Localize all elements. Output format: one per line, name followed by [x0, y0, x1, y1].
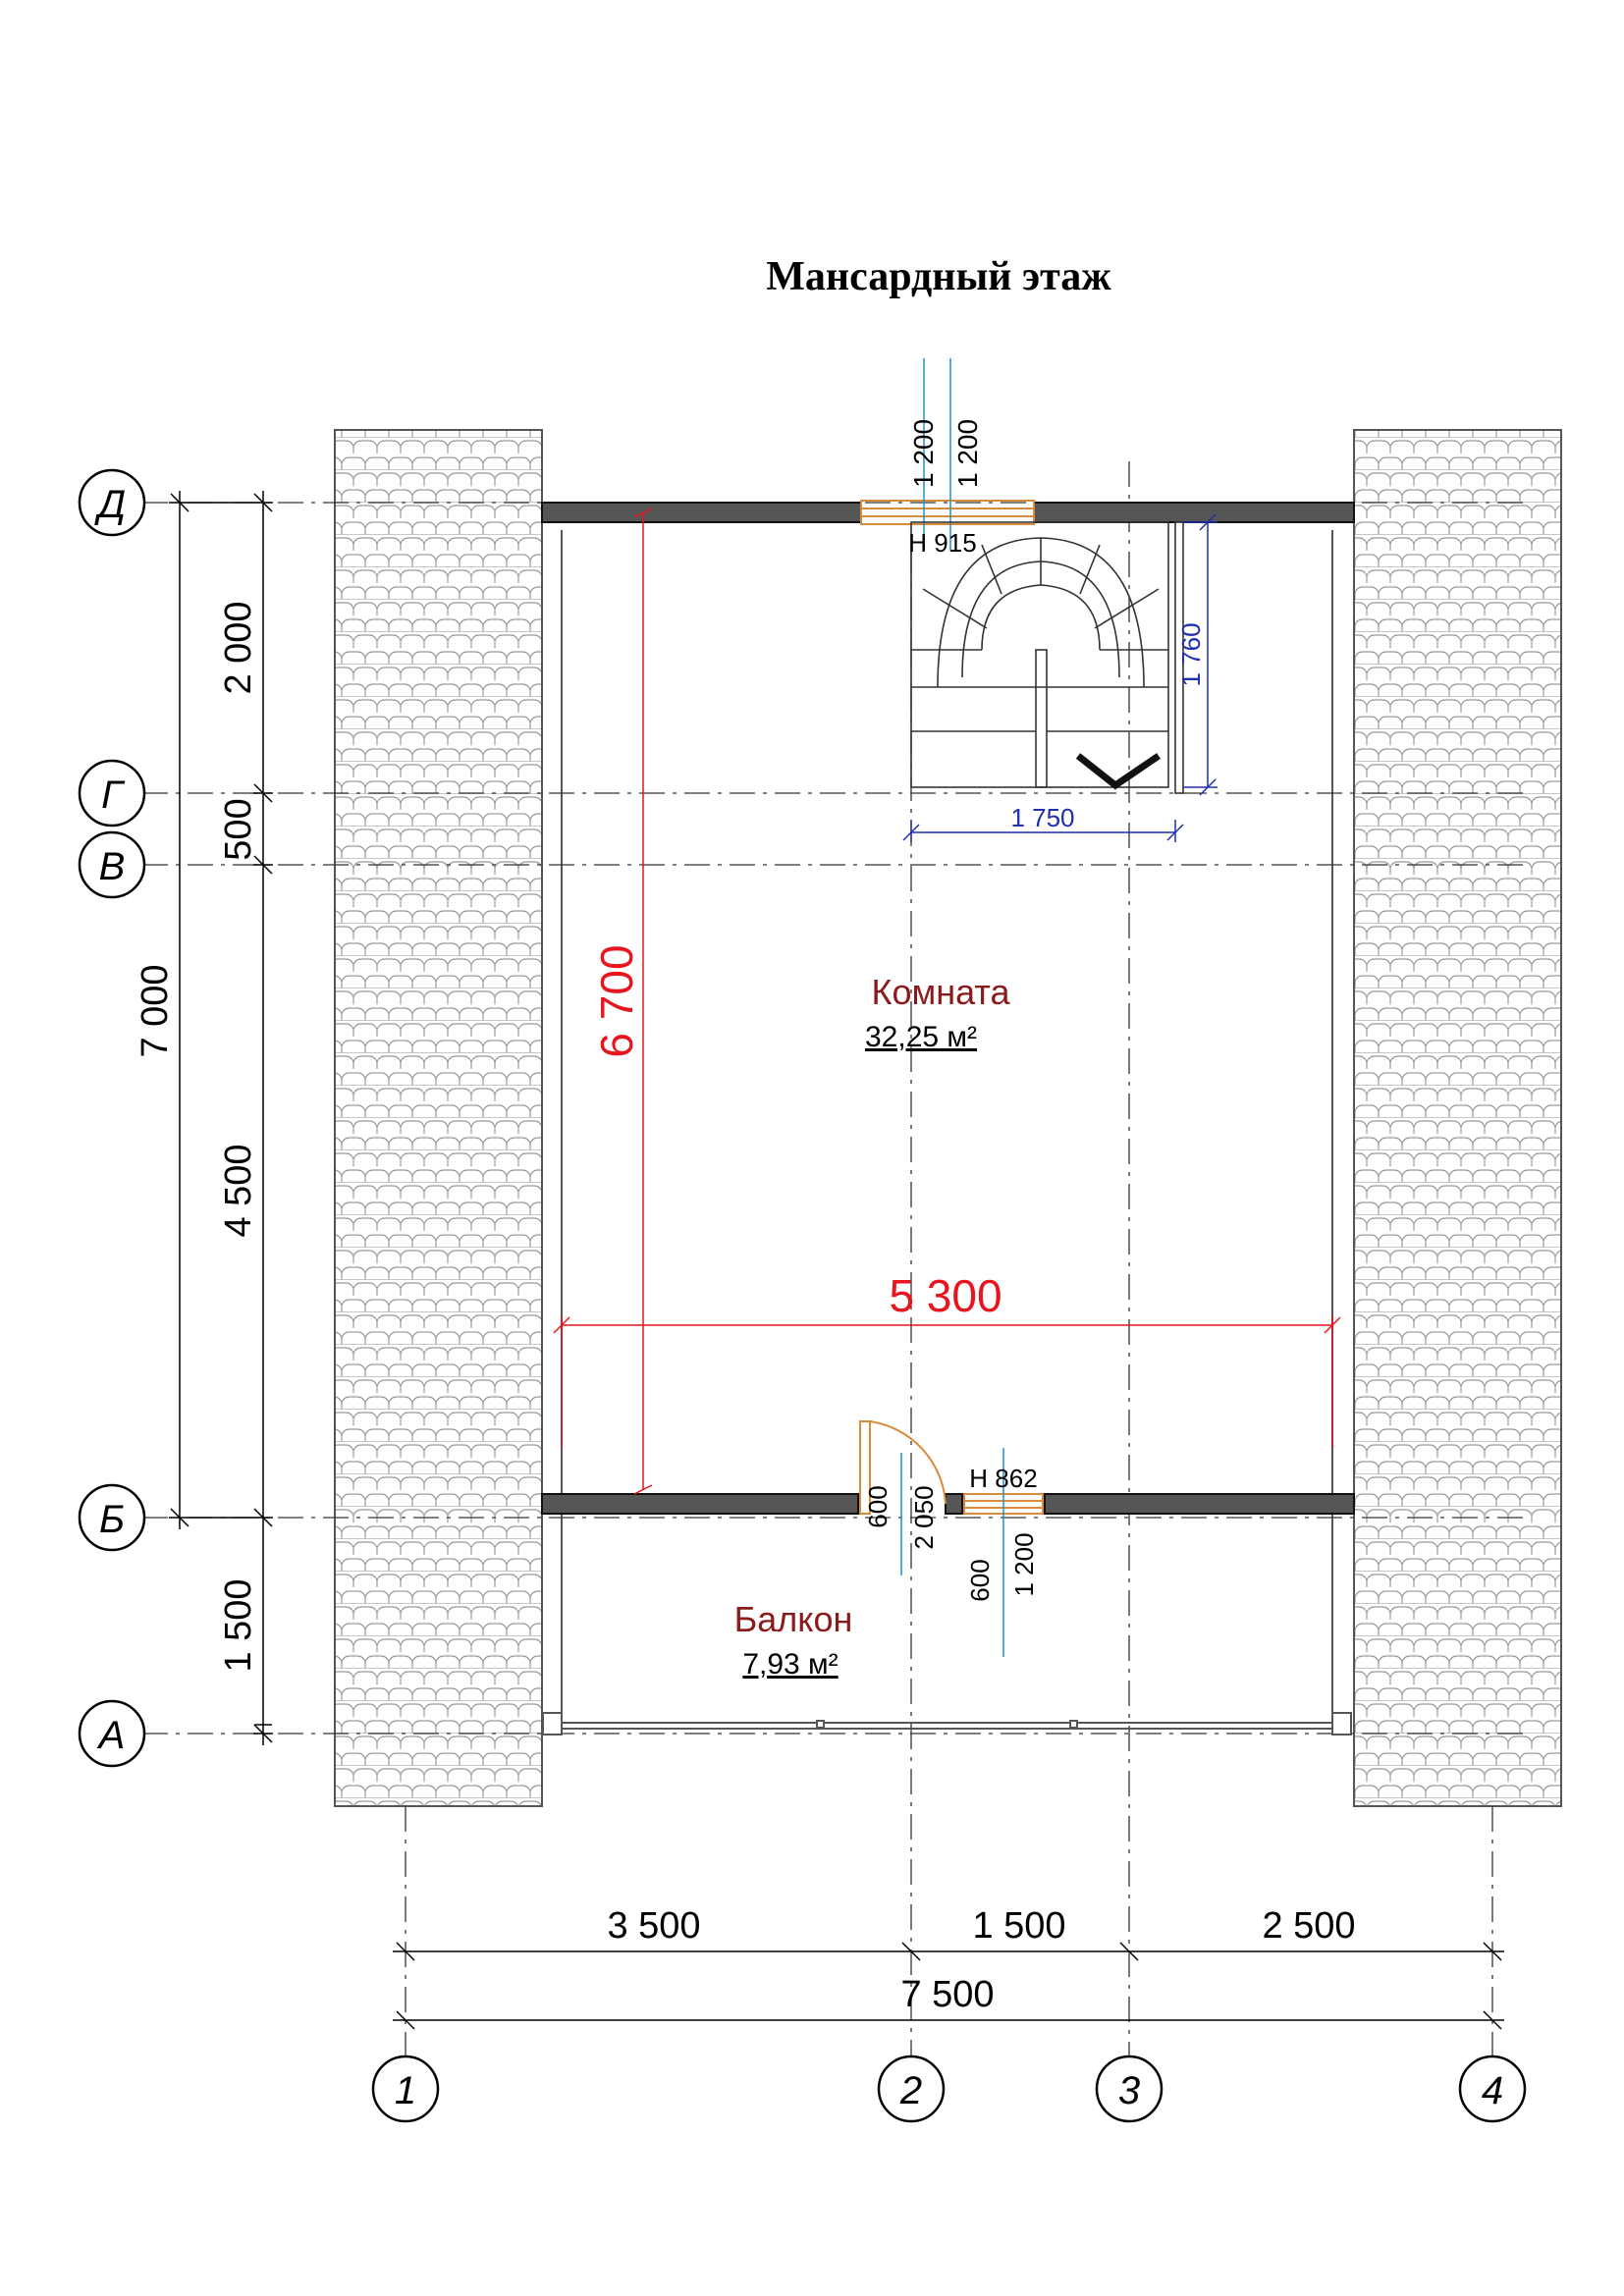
top-window-axis-lines: [923, 358, 951, 550]
dim-room-height: 6 700: [591, 944, 642, 1057]
top-window-sill: H 915: [908, 528, 976, 558]
axis-row-a: А: [97, 1714, 126, 1757]
bottom-dimension-lines: [393, 1942, 1504, 2030]
top-window: [860, 500, 1035, 525]
dim-bottom-7500: 7 500: [900, 1974, 994, 2015]
balcony-opening-axis-lines: [900, 1448, 1004, 1657]
row-axis-bubbles: [78, 468, 146, 1768]
dim-bottom-3500: 3 500: [607, 1905, 700, 1947]
page-title: Мансардный этаж: [766, 254, 1111, 299]
dim-bottom-2500: 2 500: [1262, 1905, 1355, 1947]
walls: [541, 502, 1355, 1515]
dim-left-1500: 1 500: [218, 1578, 259, 1672]
dim-left-500: 500: [218, 798, 259, 860]
stair-dimension-lines: [902, 513, 1218, 842]
dim-left-4500: 4 500: [218, 1144, 259, 1237]
dim-left-2000: 2 000: [218, 601, 259, 694]
dim-room-width: 5 300: [889, 1270, 1001, 1321]
axis-col-3: 3: [1118, 2069, 1140, 2112]
top-window-height-2: 1 200: [952, 419, 983, 488]
axis-row-g: Г: [101, 774, 126, 817]
axis-col-2: 2: [899, 2069, 922, 2112]
col-axis-bubbles: [371, 2055, 1527, 2123]
balcony-railing: [542, 1712, 1352, 1735]
left-dimension-lines: [169, 491, 273, 1745]
dim-stair-width: 1 750: [1010, 803, 1074, 832]
balcony-door-height: 2 050: [909, 1485, 939, 1549]
axis-col-4: 4: [1482, 2069, 1503, 2112]
room-area-komnata: 32,25 м²: [865, 1021, 977, 1053]
room-dimension-lines: [553, 507, 1341, 1495]
balcony-window-height: 1 200: [1009, 1532, 1039, 1596]
balcony-window-width: 600: [965, 1559, 995, 1601]
axis-row-v: В: [99, 845, 126, 888]
dim-left-7000: 7 000: [135, 964, 176, 1057]
staircase: [910, 521, 1184, 794]
dim-bottom-1500: 1 500: [972, 1905, 1065, 1947]
balcony-door: [859, 1420, 1044, 1515]
room-name-balkon: Балкон: [734, 1599, 853, 1639]
stair-direction-arrow: [1075, 753, 1161, 790]
room-area-balkon: 7,93 м²: [742, 1648, 838, 1681]
dim-stair-depth: 1 760: [1176, 622, 1206, 686]
axis-col-1: 1: [395, 2069, 416, 2112]
axis-row-d: Д: [94, 483, 126, 526]
room-name-komnata: Комната: [872, 972, 1011, 1012]
roof-band-right: [1353, 429, 1562, 1807]
roof-band-left: [334, 429, 543, 1807]
balcony-door-width: 600: [863, 1485, 893, 1527]
top-window-height-1: 1 200: [908, 419, 939, 488]
balcony-window-sill: H 862: [969, 1464, 1037, 1493]
axis-row-b: Б: [99, 1498, 125, 1541]
